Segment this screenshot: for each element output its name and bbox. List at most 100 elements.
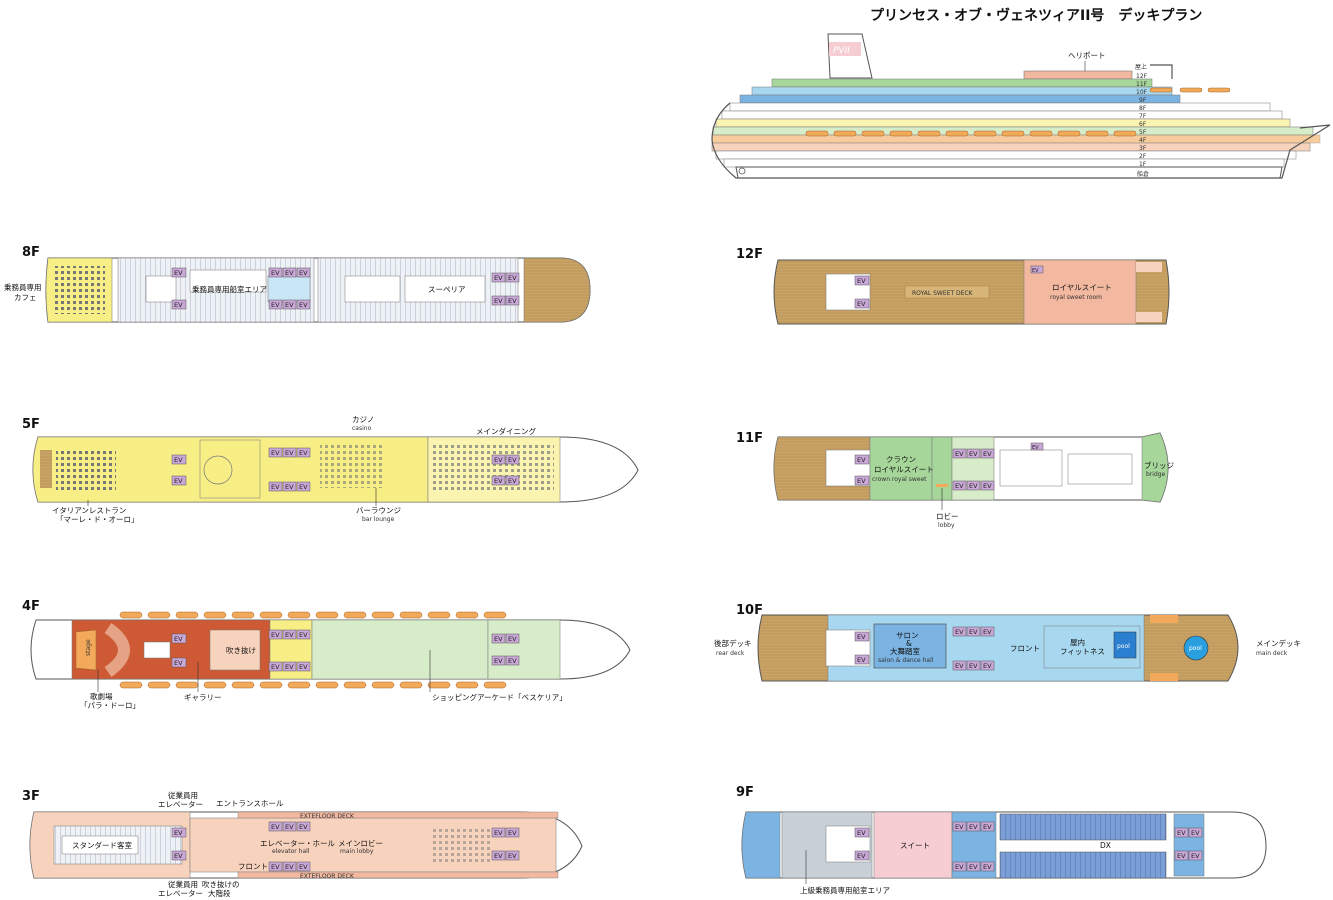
- profile-floor-10: 10F: [1136, 89, 1148, 96]
- ev-label: EV: [174, 477, 183, 485]
- main-dining-label: メインダイニング: [476, 426, 536, 436]
- royal-deck-label: ROYAL SWEET DECK: [912, 290, 974, 297]
- staff-ev-bottom-label: 従業員用: [168, 879, 198, 889]
- ev-label: EV: [271, 863, 280, 871]
- main-deck-label: メインデッキ: [1256, 638, 1301, 648]
- profile-floor-7: 7F: [1139, 113, 1147, 120]
- elevator-hall-label-en: elevator hall: [272, 848, 310, 855]
- rear-deck-label-en: rear deck: [716, 650, 745, 657]
- deck-4f-label: 4F: [22, 599, 40, 614]
- ev-label: EV: [299, 663, 308, 671]
- ev-label: EV: [174, 301, 183, 309]
- bar-label-en: bar lounge: [362, 516, 395, 523]
- ev-label: EV: [955, 823, 964, 831]
- ev-label: EV: [508, 852, 517, 860]
- gallery-label: ギャラリー: [184, 693, 222, 702]
- suite-label: スイート: [900, 841, 930, 850]
- ev-label: EV: [1032, 445, 1039, 451]
- profile-floor-4: 4F: [1139, 137, 1147, 144]
- deck-12f: 12F EV EV EV ROYAL SWEET DECK ロイヤルスイート r…: [736, 247, 1170, 325]
- deck-10f: 10F EV EV EV EV EV EV EV EV 後部デッキ rear d…: [714, 603, 1301, 682]
- ev-label: EV: [508, 477, 517, 485]
- profile-floor-11: 11F: [1136, 81, 1148, 88]
- deck-9f-label: 9F: [736, 785, 754, 800]
- deck-11f: 11F EV EV EV EV EV EV EV EV EV クラウン ロイヤル…: [736, 431, 1174, 529]
- staff-ev-top-label: 従業員用: [168, 790, 198, 800]
- ev-label: EV: [857, 300, 866, 308]
- atrium-label: 吹き抜け: [226, 645, 256, 655]
- ev-label: EV: [285, 823, 294, 831]
- indoor-pool-label: pool: [1117, 643, 1130, 650]
- ev-label: EV: [494, 456, 503, 464]
- ev-label: EV: [174, 456, 183, 464]
- italian-name: 「マーレ・ド・オーロ」: [56, 515, 139, 524]
- ev-label: EV: [174, 852, 183, 860]
- fitness-label: 屋内: [1070, 637, 1085, 647]
- ev-label: EV: [1177, 829, 1186, 837]
- ev-label: EV: [494, 829, 503, 837]
- crown-label-en: crown royal sweet: [872, 476, 927, 483]
- crown-label: ロイヤルスイート: [874, 465, 934, 474]
- ev-label: EV: [969, 823, 978, 831]
- deck-5f: 5F EV EV EV EV EV EV EV EV EV EV EV: [22, 415, 639, 524]
- ev-label: EV: [508, 657, 517, 665]
- ev-label: EV: [1191, 852, 1200, 860]
- theater-name: 「パラ・ドーロ」: [80, 701, 140, 710]
- profile-floor-9: 9F: [1139, 97, 1147, 104]
- ev-label: EV: [857, 852, 866, 860]
- crew-cafe-label: 乗務員専用: [4, 282, 42, 292]
- ev-label: EV: [857, 656, 866, 664]
- ev-label: EV: [299, 483, 308, 491]
- bridge-label: ブリッジ: [1144, 460, 1174, 470]
- deck-3f-label: 3F: [22, 789, 40, 804]
- staff-ev-bottom-label: エレベーター: [158, 889, 203, 898]
- ev-label: EV: [299, 301, 308, 309]
- ev-label: EV: [983, 863, 992, 871]
- ev-label: EV: [285, 449, 294, 457]
- ev-label: EV: [299, 631, 308, 639]
- crew-cafe-label: カフェ: [14, 293, 37, 302]
- salon-label: &: [906, 639, 912, 648]
- ev-label: EV: [174, 829, 183, 837]
- standard-label: スタンダード客室: [72, 840, 132, 850]
- ev-label: EV: [285, 631, 294, 639]
- ev-label: EV: [983, 662, 992, 670]
- ev-label: EV: [983, 482, 992, 490]
- ev-label: EV: [271, 483, 280, 491]
- deck-12f-label: 12F: [736, 247, 763, 262]
- atrium-stair-label: 大階段: [208, 888, 231, 898]
- deck-4f: 4F stage: [22, 599, 631, 710]
- theater-label: 歌劇場: [90, 691, 113, 701]
- profile-floor-5: 5F: [1139, 129, 1147, 136]
- main-deck-label-en: main deck: [1256, 650, 1288, 657]
- profile-floor-1: 1F: [1139, 161, 1147, 168]
- ev-label: EV: [969, 628, 978, 636]
- ev-label: EV: [494, 297, 503, 305]
- fitness-label: フィットネス: [1060, 647, 1105, 656]
- ev-label: EV: [983, 628, 992, 636]
- royal-suite-label-en: royal sweet room: [1050, 294, 1102, 301]
- deck-10f-label: 10F: [736, 603, 763, 618]
- ev-label: EV: [285, 269, 294, 277]
- ship-profile: PVII ヘリポート 屋上: [711, 33, 1331, 179]
- ev-label: EV: [1177, 852, 1186, 860]
- ev-label: EV: [271, 631, 280, 639]
- ev-label: EV: [857, 456, 866, 464]
- ev-label: EV: [174, 659, 183, 667]
- ev-label: EV: [299, 449, 308, 457]
- ev-label: EV: [271, 269, 280, 277]
- ship-logo: PVII: [833, 46, 850, 56]
- ev-label: EV: [983, 450, 992, 458]
- ev-label: EV: [508, 274, 517, 282]
- crown-label: クラウン: [886, 455, 916, 464]
- ev-label: EV: [271, 449, 280, 457]
- senior-crew-label: 上級乗務員専用船室エリア: [800, 885, 890, 895]
- deck-8f: 8F EV EV EV EV EV EV EV EV: [4, 245, 591, 323]
- italian-label: イタリアンレストラン: [52, 506, 126, 515]
- salon-label-en: salon & dance hall: [878, 657, 934, 664]
- ev-label: EV: [271, 823, 280, 831]
- ev-label: EV: [285, 483, 294, 491]
- main-lobby-label-en: main lobby: [340, 848, 374, 855]
- rear-deck-label: 後部デッキ: [714, 638, 752, 648]
